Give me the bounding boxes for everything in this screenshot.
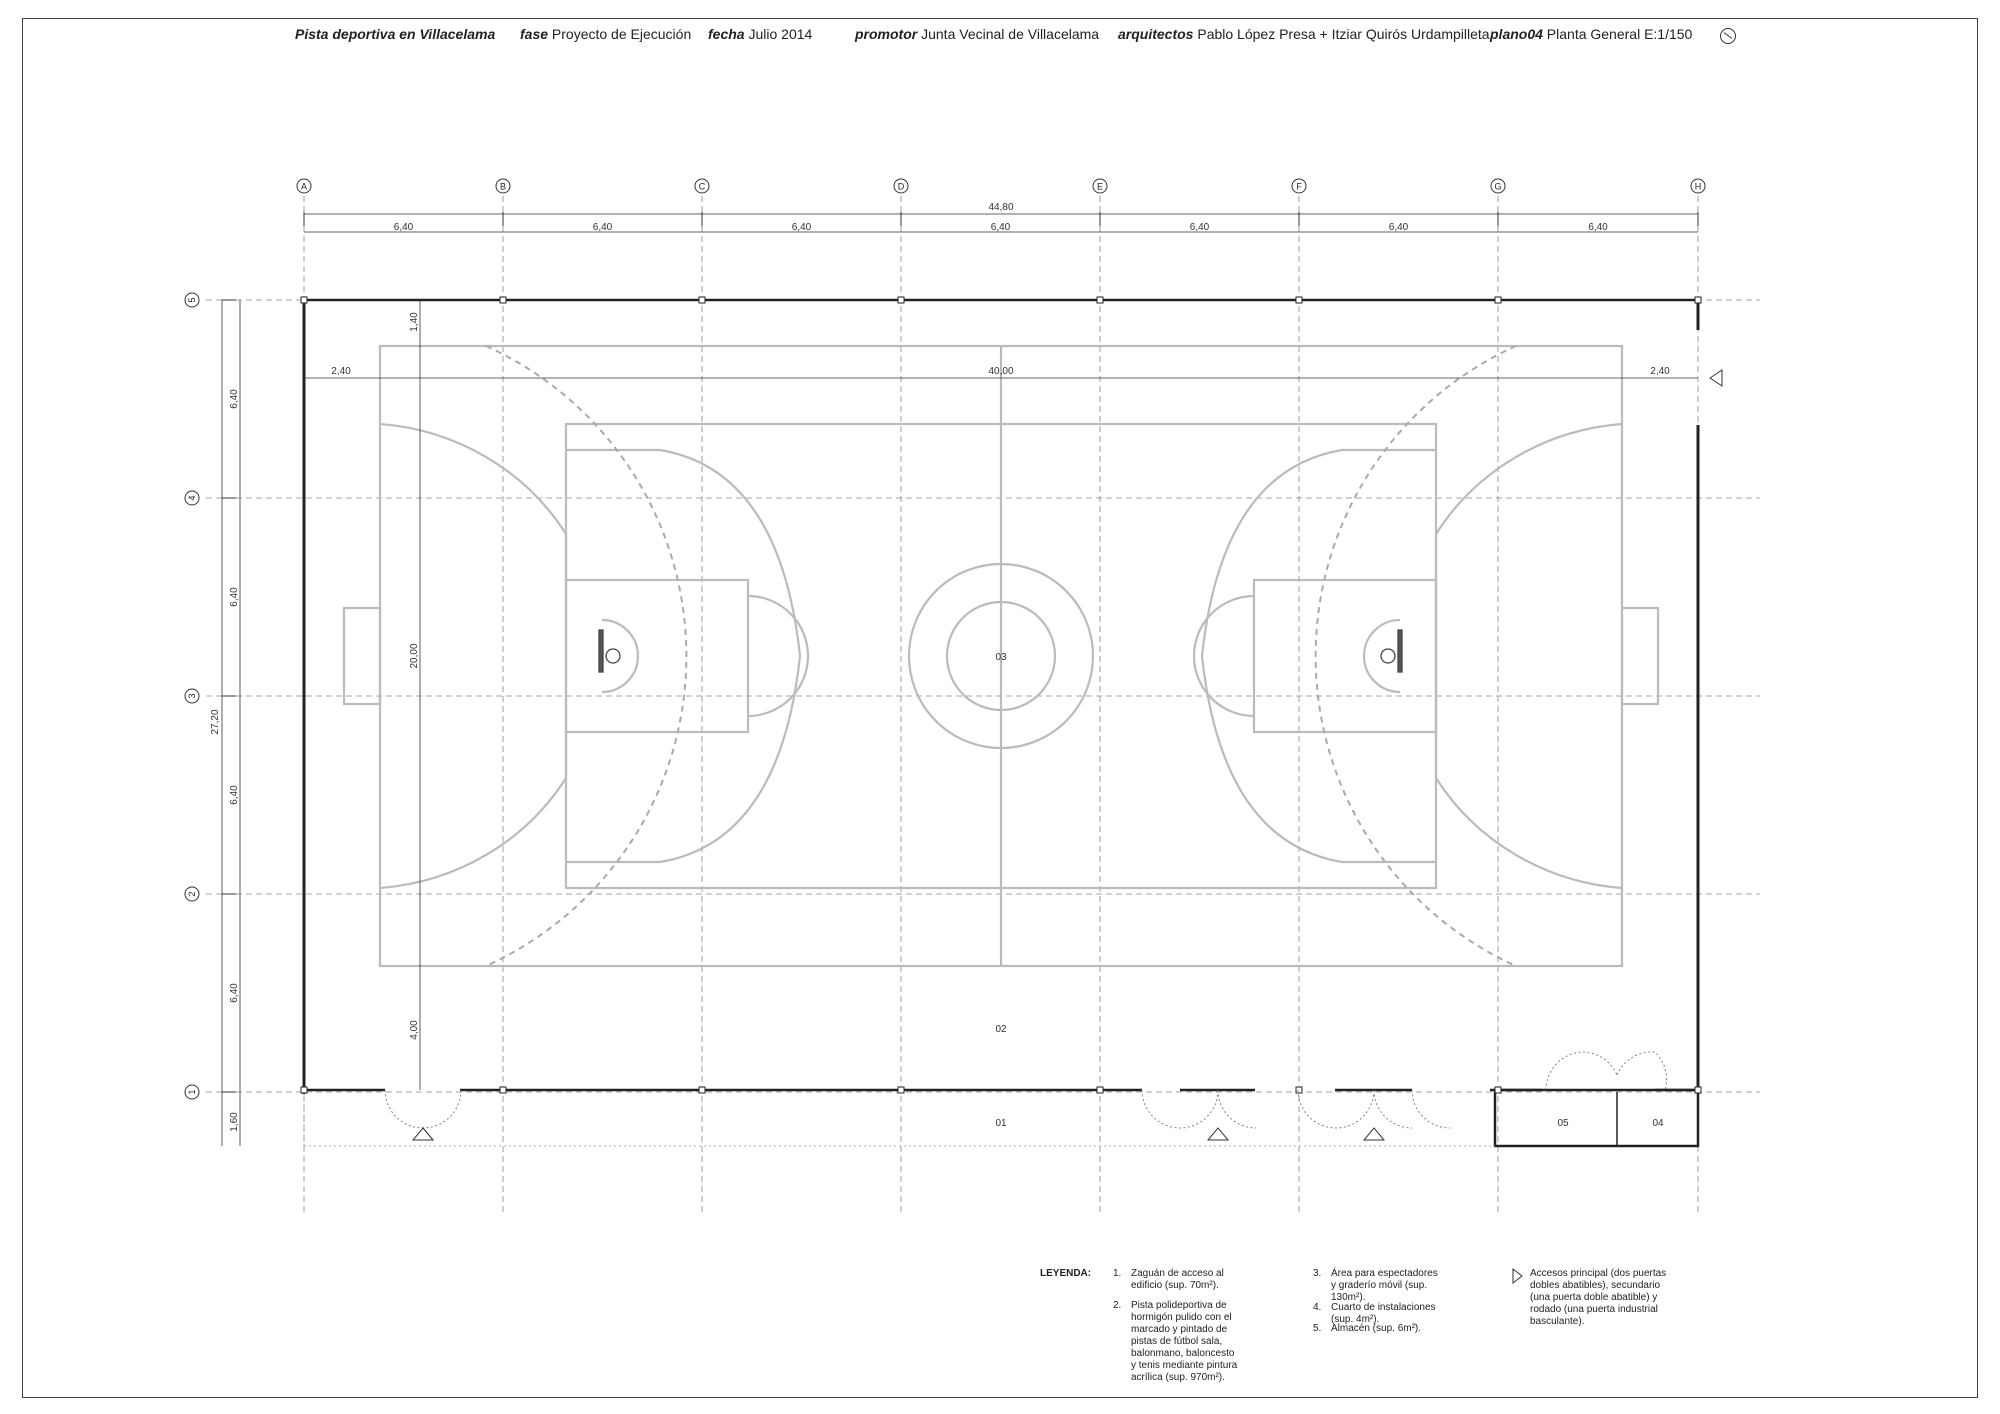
structural-columns	[300, 296, 1702, 1094]
grid-bubble-1	[184, 1084, 200, 1100]
north-compass-icon	[1720, 28, 1736, 44]
room-label-01: 01	[995, 1118, 1007, 1129]
grid-label-2: 2	[187, 891, 197, 896]
dimension-texts: 44,80 40,00 2,40 2,40 20,00 1,40 4,00 27…	[210, 202, 1670, 1132]
court-dimension-lines	[304, 300, 1698, 1090]
promoter-info: promotor Junta Vecinal de Villacelama	[855, 26, 1100, 42]
grid-bubble-D	[893, 178, 909, 194]
grid-bubble-5	[184, 292, 200, 308]
column-top-E	[1096, 296, 1104, 304]
dim-court-length: 40,00	[988, 366, 1013, 377]
column-top-H	[1694, 296, 1702, 304]
column-bottom-E	[1096, 1086, 1104, 1094]
dim-total-width: 44,80	[988, 202, 1013, 213]
grid-markers: A B C D E F G H 5 4 3 2 1	[184, 178, 1706, 1100]
dim-bay-height-4: 6,40	[229, 983, 240, 1003]
grid-bubble-G	[1490, 178, 1506, 194]
dim-court-margin-right: 2,40	[1650, 366, 1670, 377]
column-bottom-A	[300, 1086, 308, 1094]
column-bottom-C	[698, 1086, 706, 1094]
grid-label-D: D	[898, 182, 905, 192]
dim-bay-height-1: 6,40	[229, 389, 240, 409]
sheet-info: plano04 Planta General E:1/150	[1490, 26, 1693, 42]
grid-bubble-2	[184, 886, 200, 902]
grid-bubble-B	[495, 178, 511, 194]
grid-bubble-H	[1690, 178, 1706, 194]
grid-label-5: 5	[187, 297, 197, 302]
building-walls	[302, 298, 1700, 1148]
grid-lines	[206, 196, 1760, 1212]
grid-label-G: G	[1494, 182, 1501, 192]
column-top-B	[499, 296, 507, 304]
room-label-05: 05	[1557, 1118, 1569, 1129]
column-bottom-D	[897, 1086, 905, 1094]
dim-bay-width-1: 6,40	[394, 222, 414, 233]
phase-info: fase Proyecto de Ejecución	[520, 26, 692, 42]
dim-court-width: 20,00	[409, 643, 420, 668]
grid-bubble-3	[184, 688, 200, 704]
dim-bay-width-5: 6,40	[1190, 222, 1210, 233]
grid-label-E: E	[1097, 182, 1103, 192]
dim-bottom-strip: 1,60	[229, 1112, 240, 1132]
sports-court-markings	[342, 344, 1660, 968]
dim-top-margin: 1,40	[409, 312, 420, 332]
grid-label-H: H	[1695, 182, 1702, 192]
room-label-03: 03	[995, 652, 1007, 663]
legend-title: LEYENDA:	[1040, 1268, 1092, 1279]
room-labels: 03 02 01 05 04	[995, 652, 1664, 1129]
grid-bubble-A	[296, 178, 312, 194]
grid-bubble-4	[184, 490, 200, 506]
grid-label-C: C	[699, 182, 706, 192]
room-label-02: 02	[995, 1024, 1007, 1035]
project-title: Pista deportiva en Villacelama	[295, 26, 496, 42]
dim-bay-height-3: 6,40	[229, 785, 240, 805]
room-label-04: 04	[1652, 1118, 1664, 1129]
column-top-C	[698, 296, 706, 304]
column-top-F	[1295, 296, 1303, 304]
vestibule-strip	[303, 1094, 1495, 1147]
dim-court-margin-left: 2,40	[331, 366, 351, 377]
column-top-A	[300, 296, 308, 304]
grid-label-A: A	[301, 182, 307, 192]
grid-label-B: B	[500, 182, 506, 192]
dim-bay-width-4: 6,40	[991, 222, 1011, 233]
grid-label-4: 4	[187, 495, 197, 500]
drawing-frame	[22, 18, 1978, 1398]
grid-bubble-F	[1291, 178, 1307, 194]
column-bottom-G	[1494, 1086, 1502, 1094]
dim-bottom-margin: 4,00	[409, 1020, 420, 1040]
grid-bubble-E	[1092, 178, 1108, 194]
architects-info: arquitectos Pablo López Presa + Itziar Q…	[1118, 26, 1490, 42]
dim-bay-height-2: 6,40	[229, 587, 240, 607]
access-triangles	[411, 369, 1723, 1141]
grid-label-3: 3	[187, 693, 197, 698]
dim-bay-width-3: 6,40	[792, 222, 812, 233]
column-bottom-F	[1295, 1086, 1303, 1094]
dim-bay-width-2: 6,40	[593, 222, 613, 233]
access-triangle-icon	[1512, 1268, 1523, 1284]
grid-label-1: 1	[187, 1089, 197, 1094]
column-bottom-H	[1694, 1086, 1702, 1094]
three-point-arcs	[485, 345, 1517, 967]
dim-bay-width-6: 6,40	[1389, 222, 1409, 233]
dim-total-height: 27,20	[210, 709, 221, 734]
grid-bubble-C	[694, 178, 710, 194]
column-top-D	[897, 296, 905, 304]
column-top-G	[1494, 296, 1502, 304]
basket-hoops	[598, 629, 1403, 673]
column-bottom-B	[499, 1086, 507, 1094]
date-info: fecha Julio 2014	[708, 26, 813, 42]
dim-bay-width-7: 6,40	[1588, 222, 1608, 233]
dimension-lines: 6,40 6,40 6,40 6,40 6,40 6,40 6,40 6,40 6,40 6,40…	[221, 212, 1699, 1146]
grid-label-F: F	[1296, 182, 1302, 192]
